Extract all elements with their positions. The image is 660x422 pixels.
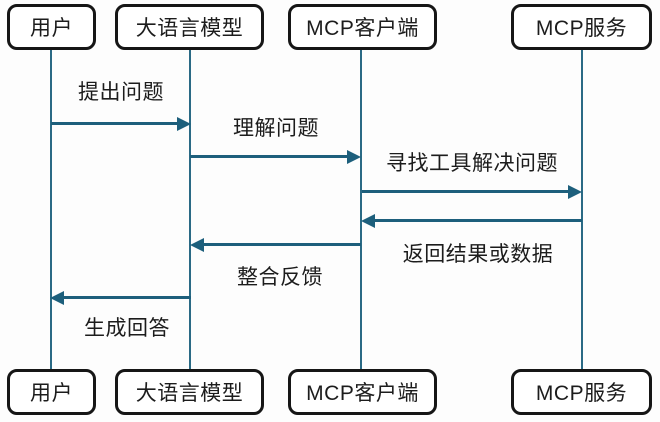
- lifeline-user: [50, 50, 52, 369]
- actor-bottom-user: 用户: [7, 369, 96, 415]
- message-line-3: [362, 190, 568, 193]
- actor-top-user: 用户: [7, 4, 96, 50]
- arrowhead-right-icon: [177, 117, 191, 131]
- message-label-1: 提出问题: [78, 81, 164, 104]
- actor-bottom-mcp-server: MCP服务: [511, 369, 652, 415]
- message-line-2: [190, 155, 347, 158]
- lifeline-mcp-server: [581, 50, 583, 369]
- actor-top-llm: 大语言模型: [115, 4, 264, 50]
- message-label-2: 理解问题: [233, 117, 319, 140]
- message-label-3: 寻找工具解决问题: [386, 152, 558, 175]
- arrowhead-left-icon: [190, 238, 204, 252]
- message-label-4: 返回结果或数据: [402, 243, 554, 266]
- actor-label: 大语言模型: [135, 382, 244, 405]
- actor-label: 大语言模型: [135, 17, 244, 40]
- arrowhead-left-icon: [361, 214, 375, 228]
- lifeline-mcp-client: [360, 50, 362, 369]
- arrowhead-left-icon: [50, 291, 64, 305]
- arrowhead-right-icon: [568, 185, 582, 199]
- message-line-6: [63, 296, 191, 299]
- message-line-1: [51, 122, 178, 125]
- actor-top-mcp-server: MCP服务: [511, 4, 652, 50]
- actor-label: 用户: [30, 382, 73, 405]
- actor-bottom-llm: 大语言模型: [115, 369, 264, 415]
- actor-label: MCP服务: [535, 382, 628, 405]
- message-label-5: 整合反馈: [237, 266, 323, 289]
- message-line-4: [374, 219, 582, 222]
- actor-top-mcp-client: MCP客户端: [288, 4, 437, 50]
- arrowhead-right-icon: [347, 150, 361, 164]
- message-label-6: 生成回答: [84, 317, 170, 340]
- actor-label: MCP客户端: [306, 17, 419, 40]
- lifeline-llm: [189, 50, 191, 369]
- message-line-5: [203, 243, 361, 246]
- actor-label: MCP客户端: [306, 382, 419, 405]
- actor-label: 用户: [30, 17, 73, 40]
- actor-label: MCP服务: [535, 17, 628, 40]
- actor-bottom-mcp-client: MCP客户端: [288, 369, 437, 415]
